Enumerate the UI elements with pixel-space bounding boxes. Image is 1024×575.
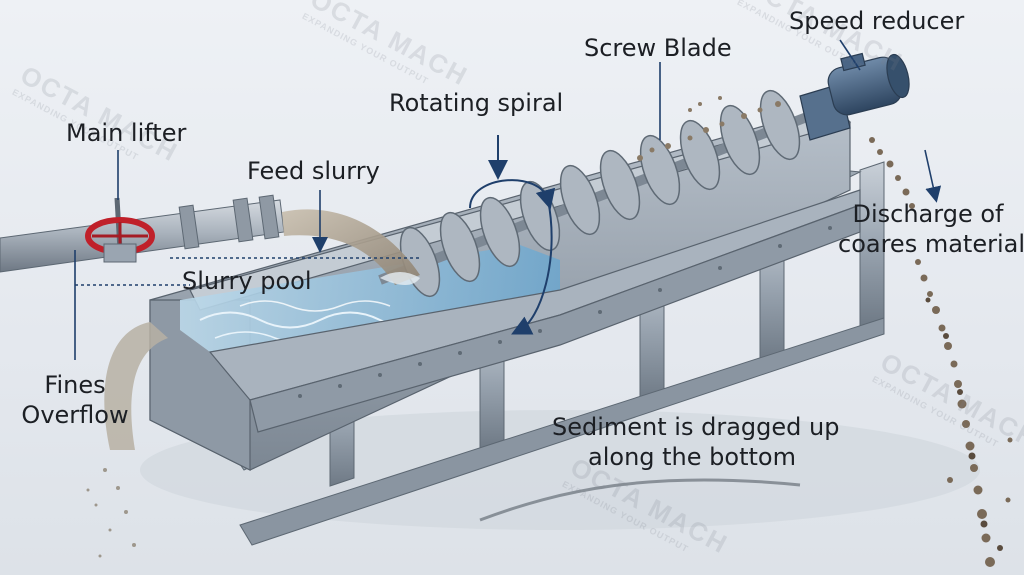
label-main-lifter: Main lifter (66, 119, 187, 147)
label-fines-overflow: Fines Overflow (20, 370, 130, 430)
label-discharge: Discharge of coares material (838, 199, 1024, 259)
label-sediment-line2: along the bottom (588, 443, 796, 471)
coarse-discharge-stream (869, 137, 1013, 567)
sediment-swoosh (479, 478, 801, 522)
speed-reducer-motor (799, 52, 910, 141)
trough-front-panel (208, 189, 861, 433)
fines-overflow-stream (104, 322, 168, 450)
label-fines-overflow-line1: Fines (44, 371, 106, 399)
main-lifter-valve (85, 197, 155, 263)
label-sediment: Sediment is dragged up along the bottom (552, 412, 840, 472)
rotation-arrows (469, 135, 556, 335)
fines-particles (86, 468, 136, 558)
label-rotating-spiral: Rotating spiral (389, 89, 564, 117)
feed-slurry-splash (380, 272, 420, 285)
label-fines-overflow-line2: Overflow (21, 401, 129, 429)
callout-lines (74, 39, 942, 360)
label-screw-blade: Screw Blade (584, 34, 732, 62)
rivets (298, 226, 832, 398)
feed-pipe (0, 194, 285, 273)
label-discharge-line2: coares material (838, 230, 1024, 258)
label-speed-reducer: Speed reducer (789, 7, 965, 35)
label-slurry-pool: Slurry pool (182, 267, 312, 295)
sediment-on-blades (637, 96, 781, 161)
label-sediment-line1: Sediment is dragged up (552, 413, 840, 441)
feed-slurry-stream (282, 209, 420, 285)
label-feed-slurry: Feed slurry (247, 157, 380, 185)
label-discharge-line1: Discharge of (852, 200, 1004, 228)
